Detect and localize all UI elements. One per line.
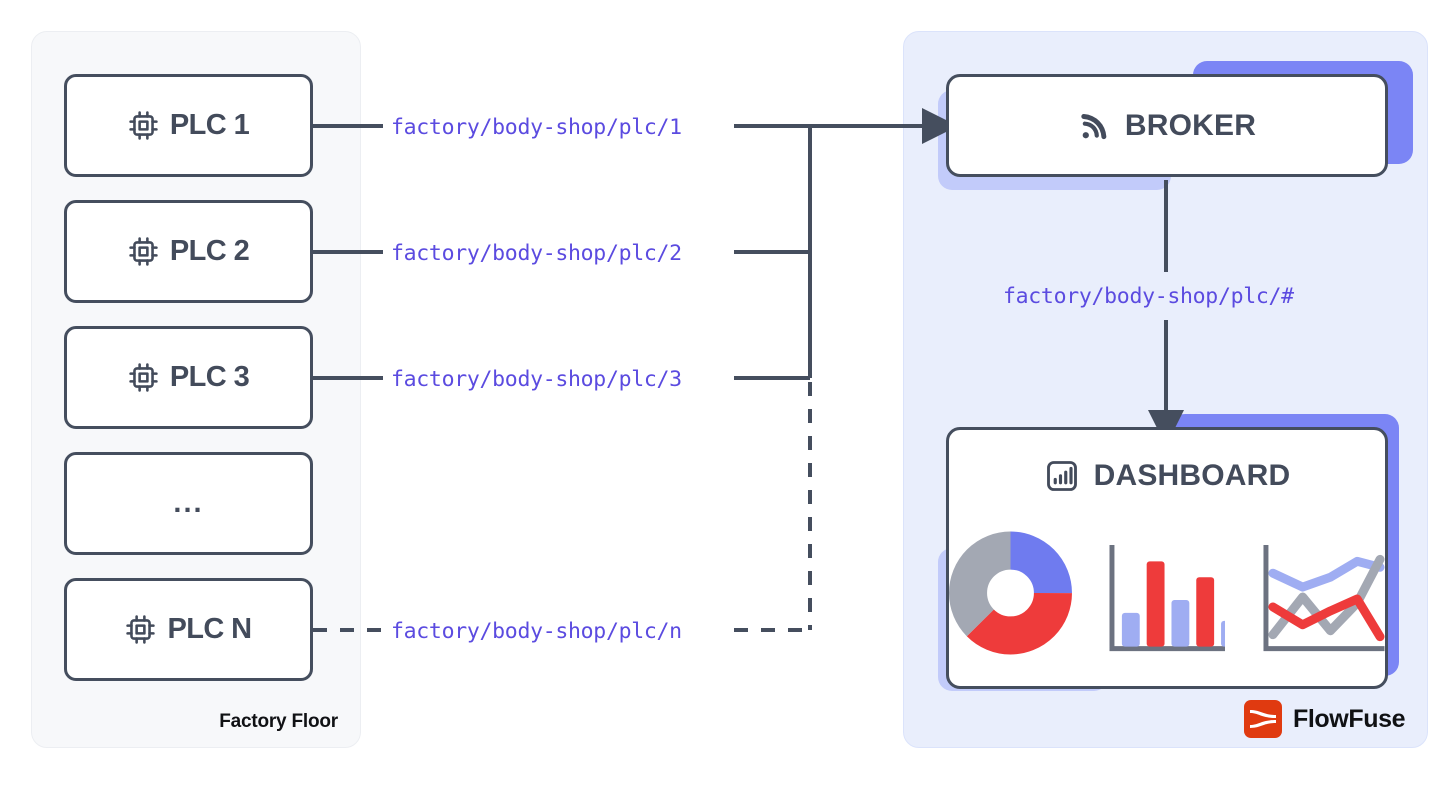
donut-slice-gray <box>949 531 1072 655</box>
bar-2 <box>1146 561 1165 647</box>
broker-card[interactable]: BROKER <box>946 74 1388 177</box>
signal-rss-icon <box>1081 113 1107 139</box>
line-series-blue <box>1268 556 1385 592</box>
bar-4 <box>1196 577 1215 647</box>
cpu-chip-icon <box>129 237 158 266</box>
dashboard-mini-charts <box>949 525 1385 655</box>
plc-node-ellipsis: ... <box>64 452 313 555</box>
bar-3 <box>1171 600 1190 647</box>
flowfuse-logo-text: FlowFuse <box>1293 704 1406 733</box>
plc-node-2[interactable]: PLC 2 <box>64 200 313 303</box>
plc-node-3[interactable]: PLC 3 <box>64 326 313 429</box>
donut-slice-red <box>949 531 1072 655</box>
cpu-chip-icon <box>129 111 158 140</box>
plc-node-label: PLC 2 <box>169 235 250 267</box>
dashboard-label: DASHBOARD <box>1093 459 1291 492</box>
flowfuse-logo: FlowFuse <box>1244 700 1405 738</box>
flowfuse-mark-glyph <box>1250 710 1276 728</box>
cpu-chip-icon <box>126 615 156 644</box>
topic-label-plc-2: factory/body-shop/plc/2 <box>391 241 682 266</box>
dashboard-card[interactable]: DASHBOARD <box>946 427 1388 689</box>
factory-floor-label: Factory Floor <box>219 711 338 732</box>
mini-donut-chart <box>949 531 1072 655</box>
line-series-gray <box>1268 554 1385 640</box>
cpu-chip-icon <box>129 363 158 392</box>
broker-label: BROKER <box>1124 108 1257 142</box>
mini-line-chart <box>1263 545 1385 652</box>
plc-node-1[interactable]: PLC 1 <box>64 74 313 177</box>
topic-label-plc-3: factory/body-shop/plc/3 <box>391 367 682 392</box>
plc-node-label: PLC N <box>167 613 252 645</box>
plc-node-n[interactable]: PLC N <box>64 578 313 681</box>
topic-label-plc-1: factory/body-shop/plc/1 <box>391 115 682 140</box>
line-series-red <box>1268 594 1385 642</box>
bar-chart-square-icon <box>1046 461 1077 491</box>
dashboard-header: DASHBOARD <box>949 458 1385 494</box>
plc-node-label: PLC 3 <box>169 361 250 393</box>
bar-5 <box>1221 620 1226 647</box>
topic-label-plc-n: factory/body-shop/plc/n <box>391 619 682 644</box>
bar-1 <box>1121 612 1140 647</box>
plc-node-label: PLC 1 <box>169 109 250 141</box>
flowfuse-logo-icon <box>1244 700 1282 738</box>
ellipsis-label: ... <box>173 486 204 519</box>
mini-bar-chart <box>1109 545 1226 652</box>
topic-label-subscription: factory/body-shop/plc/# <box>1003 284 1294 309</box>
